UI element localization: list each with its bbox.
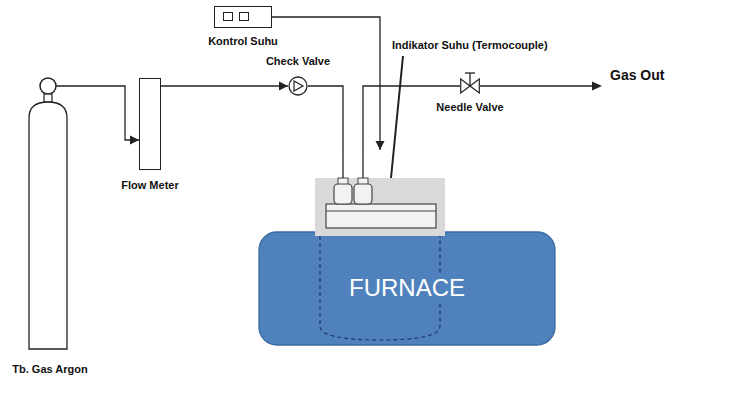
pipe-connector [56,86,139,145]
flange-line [326,211,436,212]
valve-flap [294,81,303,91]
outlet-label: Gas Out [610,66,664,84]
arrowhead [376,141,385,150]
controller-box [214,6,272,28]
controller-display [239,12,249,21]
instrument-label: Indikator Suhu (Termocouple) [392,38,548,52]
furnace-body [259,232,555,345]
controller-node: Kontrol Suhu [196,6,290,52]
gas-cylinder-node: Tb. Gas Argon [3,74,97,386]
pipe-connector [308,86,343,150]
pipe-connector [272,17,385,150]
furnace-drawing [258,150,556,346]
thermocouple-probe [391,56,403,178]
flow-meter-node: Flow Meter [108,78,192,198]
pipe-connector [363,86,460,150]
check-valve-symbol [288,76,308,96]
reactor-flange [326,204,436,228]
flow-meter-body [139,78,161,170]
cylinder-neck [44,94,52,102]
pipe-line [272,17,380,150]
controller-display [223,12,233,21]
pipe-line [161,85,288,86]
cylinder-body [29,102,67,349]
gas-out-arrowhead [592,82,602,91]
needle-valve-symbol [460,70,480,94]
node-label: Kontrol Suhu [196,34,290,48]
node-label: Flow Meter [108,178,192,192]
fitting-cap [334,184,352,204]
node-label: Needle Valve [424,100,516,114]
pipe-line [56,86,139,140]
arrowhead [279,82,288,91]
furnace-label: FURNACE [345,274,469,302]
valve-body [461,79,470,93]
node-label: Check Valve [254,54,342,68]
check-valve-node: Check Valve [254,54,342,98]
arrowhead [130,136,139,145]
valve-stem [469,73,470,86]
valve-handle [465,72,475,73]
inlet-tube [342,150,343,178]
valve-body [470,79,479,93]
pipe-connector [161,82,288,91]
gas-cylinder [7,74,93,354]
pipe-line [363,86,460,150]
valve-circle [289,77,307,95]
regulator-gauge [40,78,56,94]
furnace-node: FURNACE [258,150,556,346]
pipe-line [308,86,343,150]
fitting-cap [354,184,372,204]
gas-out-line [480,85,593,86]
outlet-tube [362,150,363,178]
needle-valve-node: Needle Valve [424,70,516,118]
reactor-housing [315,178,445,236]
node-label: Tb. Gas Argon [3,362,97,376]
